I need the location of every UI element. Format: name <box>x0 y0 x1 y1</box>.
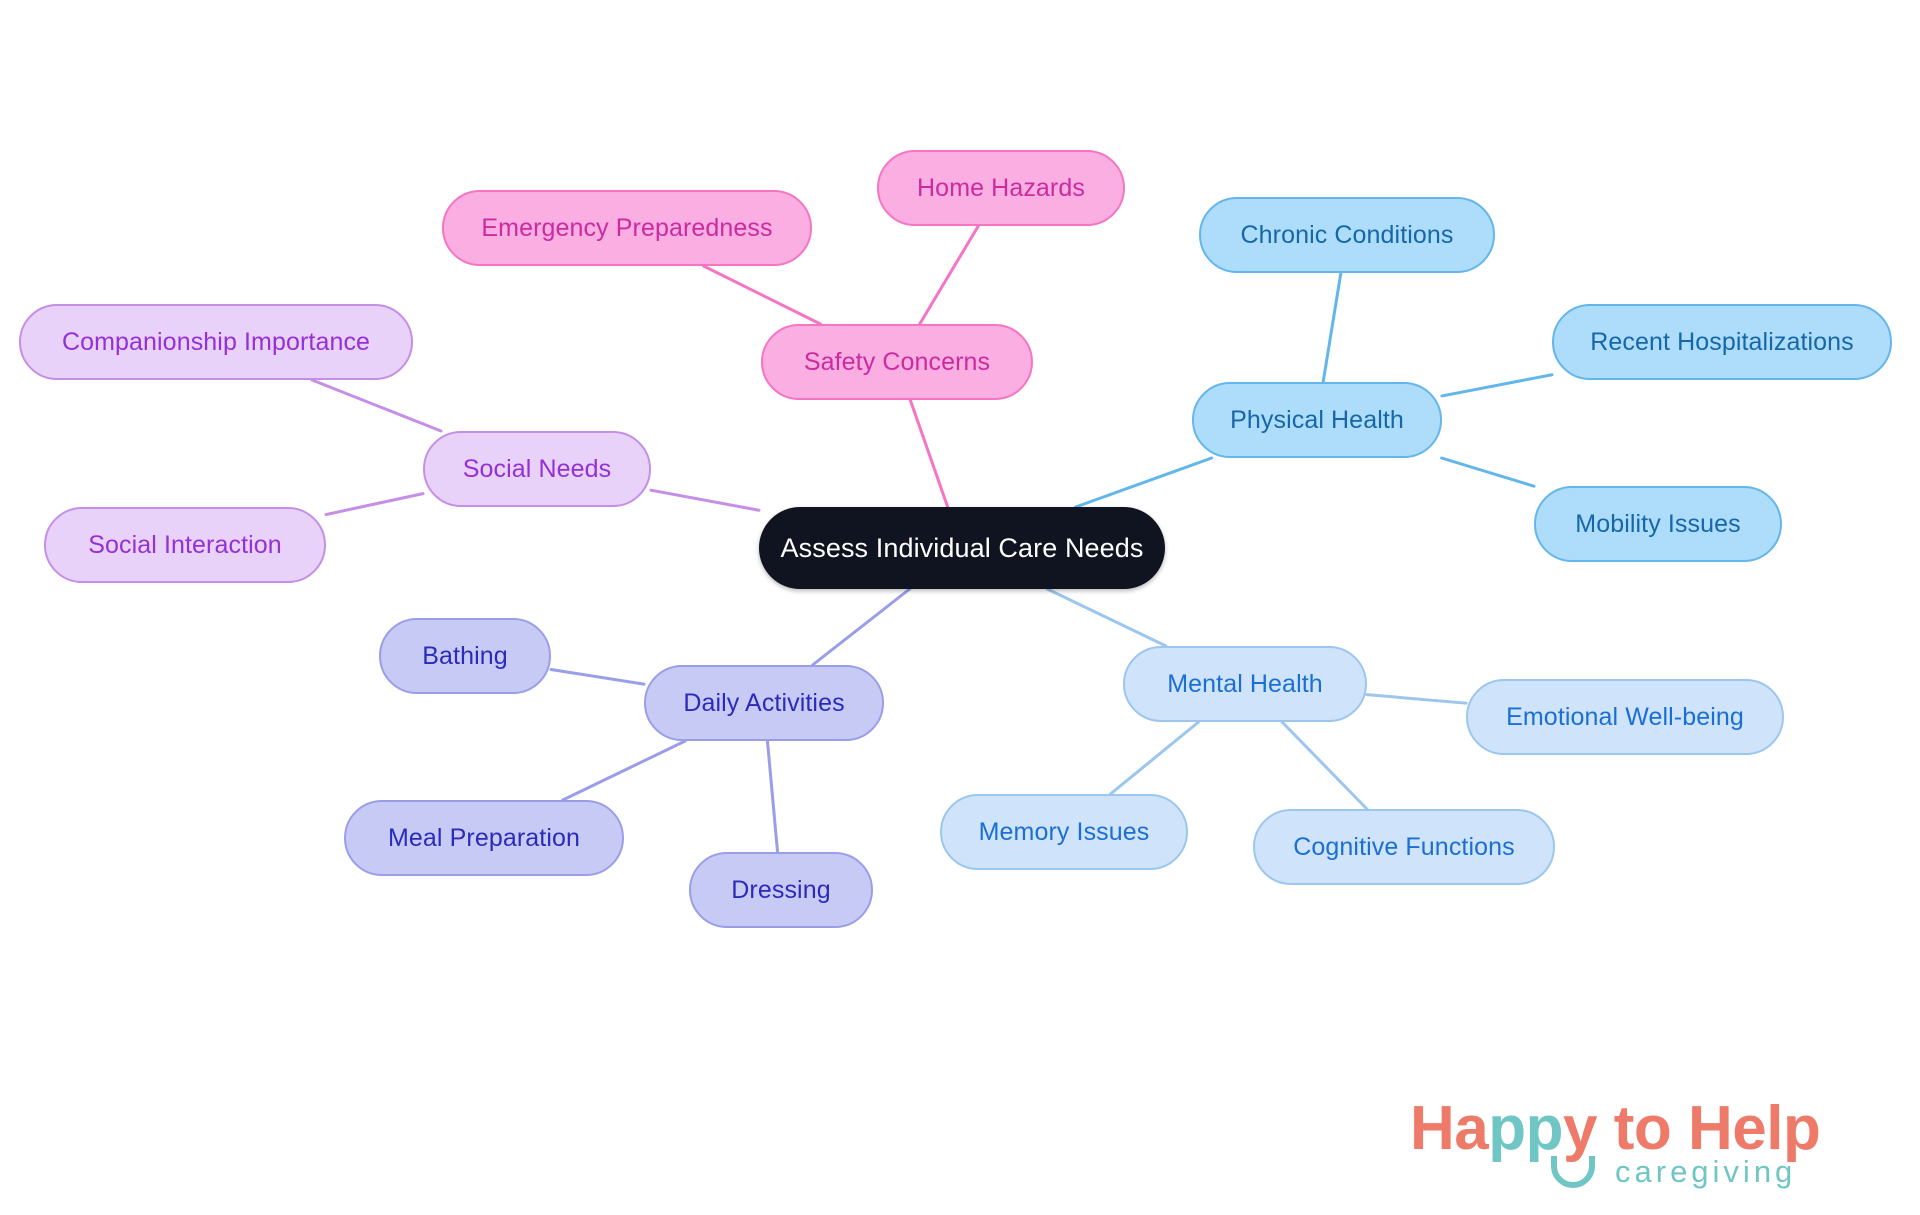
branch-node-mental-health[interactable]: Mental Health <box>1123 646 1367 722</box>
leaf-node-chronic-conditions[interactable]: Chronic Conditions <box>1199 197 1495 273</box>
leaf-node-recent-hospitalizations[interactable]: Recent Hospitalizations <box>1552 304 1892 380</box>
leaf-node-bathing[interactable]: Bathing <box>379 618 551 694</box>
node-label: Dressing <box>731 875 831 904</box>
node-label: Chronic Conditions <box>1240 220 1454 249</box>
leaf-node-companionship-importance[interactable]: Companionship Importance <box>19 304 413 380</box>
edge-physical-health-to-chronic-conditions <box>1321 271 1343 384</box>
leaf-node-meal-preparation[interactable]: Meal Preparation <box>344 800 624 876</box>
logo-tagline: caregiving <box>1615 1154 1797 1189</box>
edge-mental-health-to-memory-issues <box>1108 720 1201 796</box>
node-label: Companionship Importance <box>61 327 371 356</box>
node-label: Meal Preparation <box>388 823 580 852</box>
leaf-node-memory-issues[interactable]: Memory Issues <box>940 794 1188 870</box>
logo-text-pp: pp <box>1488 1094 1564 1163</box>
node-label: Cognitive Functions <box>1293 832 1515 861</box>
node-label: Bathing <box>422 641 508 670</box>
node-label: Assess Individual Care Needs <box>780 532 1144 563</box>
edge-safety-concerns-to-home-hazards <box>918 224 980 326</box>
edge-root-to-physical-health <box>1074 456 1214 509</box>
node-label: Social Needs <box>462 454 612 483</box>
branch-node-safety-concerns[interactable]: Safety Concerns <box>761 324 1033 400</box>
leaf-node-social-interaction[interactable]: Social Interaction <box>44 507 326 583</box>
mindmap-root-node[interactable]: Assess Individual Care Needs <box>759 507 1165 589</box>
leaf-node-dressing[interactable]: Dressing <box>689 852 873 928</box>
logo-text-y: y <box>1563 1094 1597 1163</box>
edge-physical-health-to-mobility-issues <box>1440 456 1536 488</box>
edge-safety-concerns-to-emergency-preparedness <box>702 264 822 326</box>
edge-root-to-daily-activities <box>811 587 912 667</box>
leaf-node-emergency-preparedness[interactable]: Emergency Preparedness <box>442 190 812 266</box>
branch-node-daily-activities[interactable]: Daily Activities <box>644 665 884 741</box>
node-label: Recent Hospitalizations <box>1590 327 1854 356</box>
edge-physical-health-to-recent-hospitalizations <box>1440 373 1554 398</box>
node-label: Safety Concerns <box>803 347 991 376</box>
edge-root-to-social-needs <box>649 488 761 512</box>
edge-daily-activities-to-bathing <box>549 668 646 686</box>
node-label: Mobility Issues <box>1575 509 1741 538</box>
edge-mental-health-to-emotional-well-being <box>1365 693 1468 705</box>
logo-text-to-help: to Help <box>1597 1094 1821 1163</box>
leaf-node-emotional-well-being[interactable]: Emotional Well-being <box>1466 679 1784 755</box>
smile-icon <box>1551 1156 1595 1188</box>
branch-node-physical-health[interactable]: Physical Health <box>1192 382 1442 458</box>
leaf-node-mobility-issues[interactable]: Mobility Issues <box>1534 486 1782 562</box>
node-label: Memory Issues <box>978 817 1150 846</box>
leaf-node-home-hazards[interactable]: Home Hazards <box>877 150 1125 226</box>
leaf-node-cognitive-functions[interactable]: Cognitive Functions <box>1253 809 1555 885</box>
edge-root-to-mental-health <box>1045 587 1168 648</box>
node-label: Emergency Preparedness <box>481 213 773 242</box>
edge-social-needs-to-companionship-importance <box>310 378 443 433</box>
node-label: Physical Health <box>1230 405 1404 434</box>
node-label: Home Hazards <box>917 173 1085 202</box>
edge-daily-activities-to-dressing <box>765 739 780 854</box>
node-label: Emotional Well-being <box>1506 702 1744 731</box>
logo-wordmark: Happy to Help <box>1410 1098 1821 1160</box>
edge-daily-activities-to-meal-preparation <box>561 739 687 802</box>
logo-text-ha: Ha <box>1410 1094 1489 1163</box>
edge-mental-health-to-cognitive-functions <box>1280 720 1369 811</box>
node-label: Mental Health <box>1167 669 1323 698</box>
brand-logo: Happy to Help caregiving <box>1410 1098 1880 1194</box>
edge-social-needs-to-social-interaction <box>324 492 425 517</box>
node-label: Social Interaction <box>88 530 282 559</box>
branch-node-social-needs[interactable]: Social Needs <box>423 431 651 507</box>
edge-root-to-safety-concerns <box>908 398 950 509</box>
node-label: Daily Activities <box>683 688 845 717</box>
